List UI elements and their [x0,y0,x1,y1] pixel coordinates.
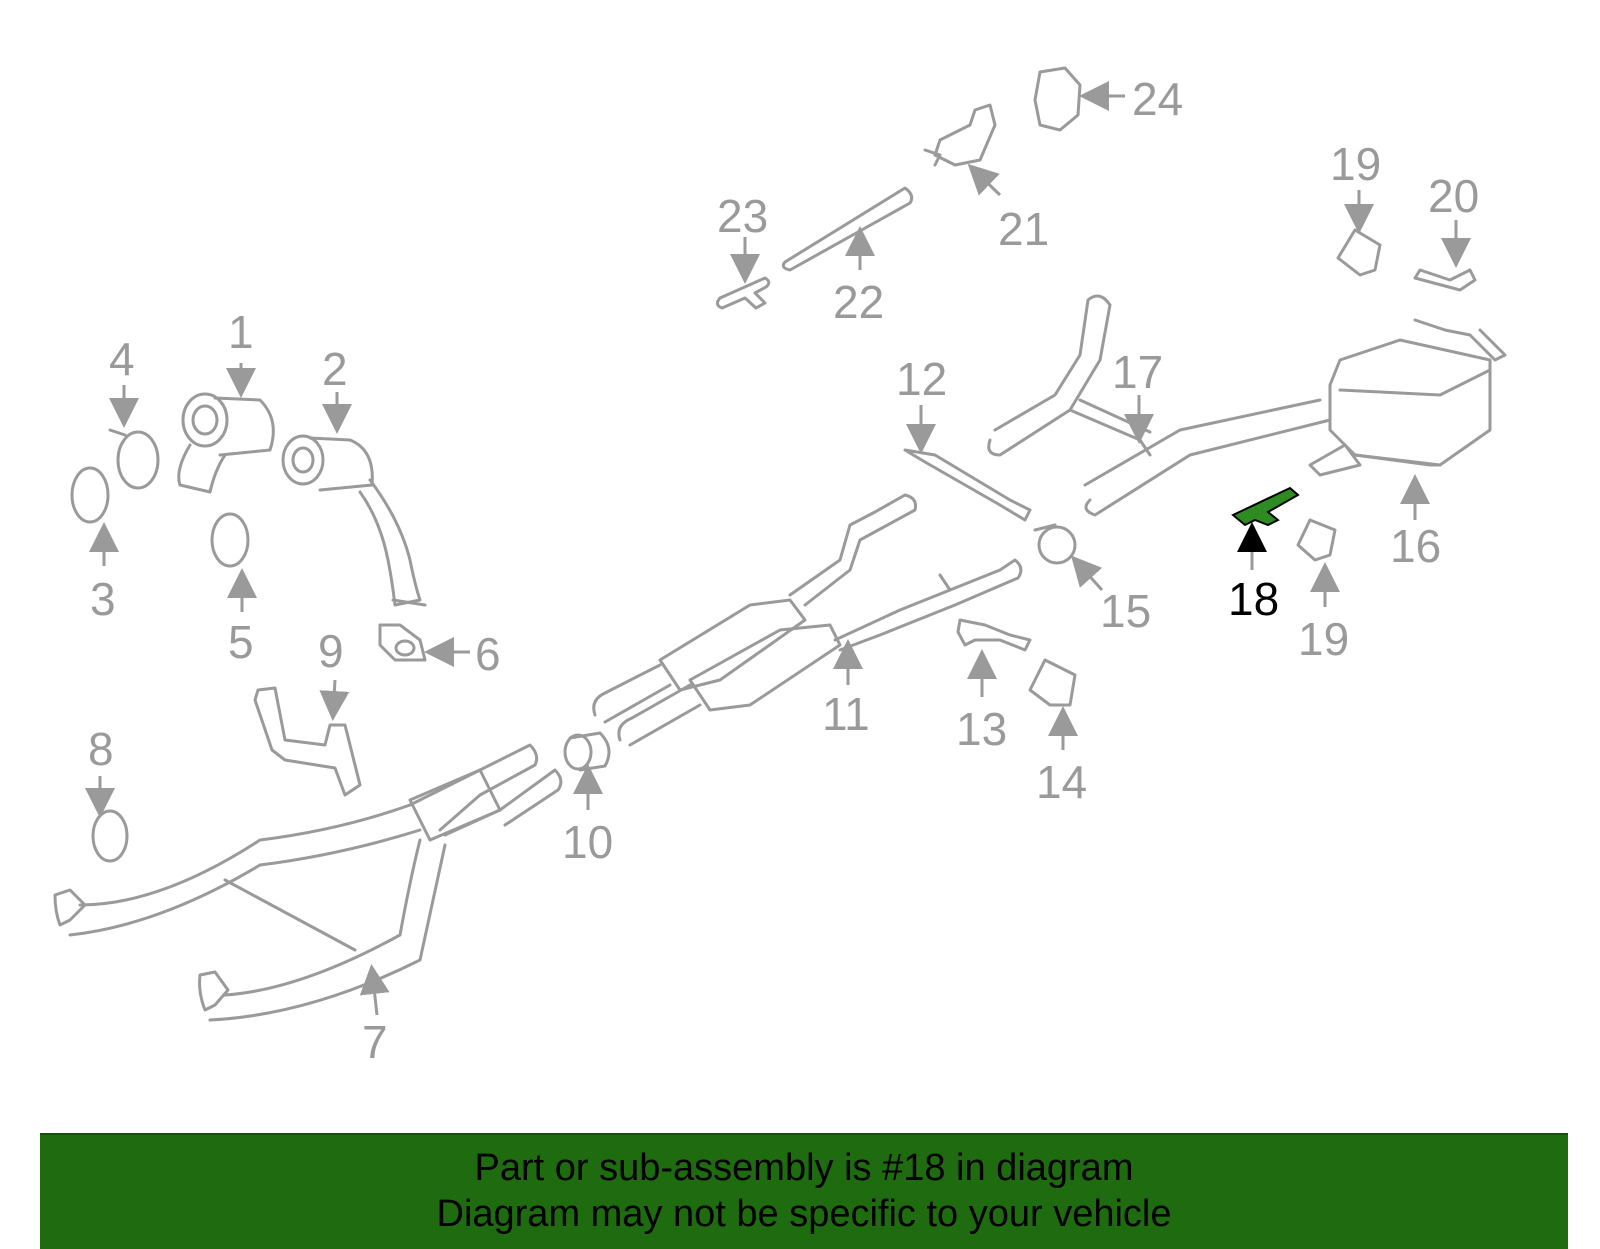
callout-13: 13 [956,703,1007,755]
callout-15: 15 [1100,585,1151,637]
callout-11: 11 [822,688,870,740]
callout-9: 9 [318,625,344,677]
banner-line-disclaimer: Diagram may not be specific to your vehi… [436,1193,1172,1235]
callout-7: 7 [362,1016,388,1068]
part-14-rubber-mount [1028,658,1077,707]
part-3-gasket [70,466,110,524]
callout-21: 21 [998,203,1049,255]
callout-4: 4 [109,333,135,385]
part-19-rubber-mount-top [1336,228,1382,277]
callout-2: 2 [322,343,348,395]
callout-8: 8 [88,723,114,775]
leader-arrows [85,81,1471,1016]
callout-3: 3 [90,573,116,625]
callout-19-top: 19 [1330,138,1381,190]
callout-10: 10 [562,816,613,868]
part-2-catalytic-converter [281,434,427,607]
part-9-bracket [253,686,362,797]
part-21-valve [923,103,997,167]
callout-14: 14 [1036,756,1087,808]
part-23-t-connector [715,276,771,310]
part-22-hose [781,186,914,272]
callout-17: 17 [1112,346,1163,398]
part-6-flange [378,623,427,662]
part-7-front-pipes [53,743,563,1022]
part-5-gasket [210,512,250,568]
callout-18: 18 [1228,573,1279,625]
callout-6: 6 [475,628,501,680]
callout-20: 20 [1428,170,1479,222]
callout-24: 24 [1132,73,1183,125]
banner-line-part: Part or sub-assembly is #18 in diagram [474,1147,1134,1189]
callout-16: 16 [1390,520,1441,572]
part-18-heat-shield [1231,486,1300,527]
part-12-hanger [903,448,1032,522]
callout-19-bottom: 19 [1298,613,1349,665]
part-15-clamp [1033,523,1077,565]
part-info-banner: Part or sub-assembly is #18 in diagram D… [40,1133,1568,1249]
callout-5: 5 [228,616,254,668]
callout-23: 23 [717,190,768,242]
part-19-rubber-mount-bottom [1296,518,1337,562]
part-24-connector [1033,66,1082,132]
part-4-clamp [108,428,160,490]
part-1-catalytic-converter [177,392,275,494]
callout-22: 22 [833,276,884,328]
callout-1: 1 [228,306,254,358]
part-13-hanger [956,618,1032,652]
part-10-connector [563,731,611,772]
part-20-bracket [1413,268,1477,292]
part-8-gasket [91,809,129,863]
callout-12: 12 [896,353,947,405]
part-16-rear-muffler [1083,318,1507,517]
